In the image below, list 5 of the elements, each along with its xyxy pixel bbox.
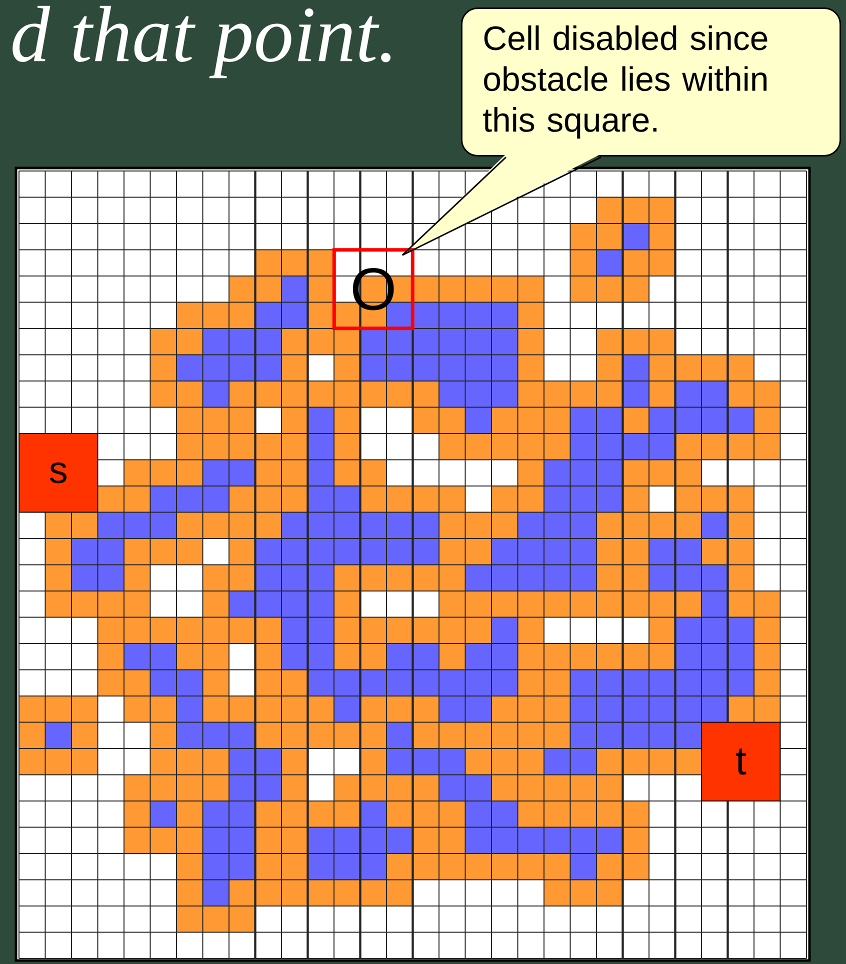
target-cell: t xyxy=(701,722,780,802)
heading: d that point. xyxy=(12,6,390,78)
callout-box: Cell disabled since obstacle lies within this square. xyxy=(401,8,842,257)
start-cell: s xyxy=(18,433,98,512)
callout-pointer xyxy=(402,156,602,256)
